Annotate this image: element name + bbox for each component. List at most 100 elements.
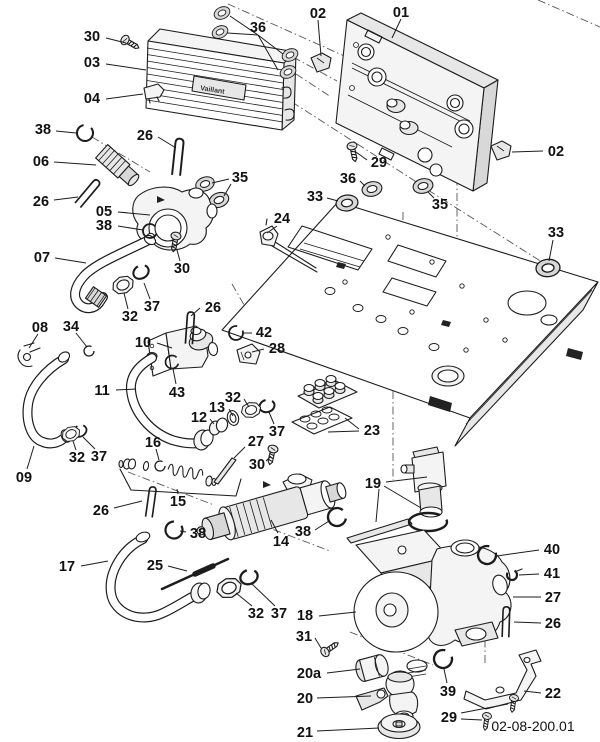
part-callout-32: 32 [122,309,138,325]
leader-line [176,488,179,495]
leader-line [143,282,151,300]
part-callout-37: 37 [271,606,287,622]
leader-line [355,151,368,161]
leader-line [548,239,554,262]
part-callout-30: 30 [174,261,190,277]
retaining-clip-04 [143,83,165,104]
leader-line [383,485,422,509]
o-rings [72,120,523,672]
bypass-28 [236,343,261,365]
leader-line [316,727,380,732]
leader-line [229,15,259,36]
leader-line [80,560,109,567]
leader-line [75,332,88,348]
part-callout-29: 29 [371,155,387,171]
part-callout-26: 26 [33,194,49,210]
leader-line [190,307,201,317]
leader-line [209,418,215,425]
leader-line [266,225,278,234]
leader-line [53,161,97,166]
part-callout-08: 08 [32,320,48,336]
part-callout-38: 38 [35,122,51,138]
part-callout-21: 21 [297,725,313,741]
part-callout-33: 33 [307,189,323,205]
leader-line [391,18,402,39]
leader-line [518,573,540,576]
part-callout-13: 13 [209,400,225,416]
cap-20a [355,654,389,682]
leader-line [82,436,96,450]
leader-line [55,130,77,134]
part-callout-10: 10 [135,335,151,351]
leader-line [251,583,276,607]
leader-line [511,150,544,153]
part-callout-07: 07 [34,250,50,266]
part-callout-24: 24 [274,211,290,227]
callout-layer: 0102020304050607080910111213141516171819… [16,5,564,741]
leader-line [72,440,77,451]
leader-line [523,690,542,694]
part-callout-12: 12 [191,410,207,426]
part-callout-37: 37 [91,449,107,465]
pump-cap-21 [377,713,421,740]
leader-line [317,19,322,57]
ring-13 [226,410,240,426]
part-callout-34: 34 [63,319,79,335]
part-callout-04: 04 [84,91,100,107]
leader-line [235,592,253,607]
leader-line [223,183,232,197]
part-callout-30: 30 [84,29,100,45]
leader-line [26,445,35,470]
part-callout-35: 35 [432,197,448,213]
spring-assembly [118,458,242,497]
part-callout-38: 38 [190,526,206,542]
leader-line [179,530,187,533]
part-callout-32: 32 [69,450,85,466]
part-callout-38: 38 [295,524,311,540]
part-callout-06: 06 [33,154,49,170]
part-callout-37: 37 [144,299,160,315]
part-callout-28: 28 [269,341,285,357]
leader-line [318,611,357,617]
push-rod-25 [160,557,230,591]
inlet-strainer [95,144,140,187]
leader-line [155,448,160,461]
clip-strip-19 [346,518,413,544]
part-callout-17: 17 [59,559,75,575]
leader-line [105,37,127,44]
part-callout-22: 22 [545,686,561,702]
part-callout-26: 26 [205,300,221,316]
part-callout-36: 36 [340,171,356,187]
part-callout-15: 15 [170,494,186,510]
leader-line [257,34,279,71]
part-callout-20a: 20a [297,666,322,682]
part-callout-26: 26 [137,128,153,144]
part-callout-38: 38 [96,218,112,234]
leader-line [117,211,151,216]
circulation-pump [353,529,512,653]
leader-line [326,668,361,674]
leader-line [243,398,250,408]
part-callout-27: 27 [248,434,264,450]
brand-logo: Vaillant [200,85,226,96]
part-callout-43: 43 [169,385,185,401]
leader-line [314,520,330,531]
part-callout-01: 01 [393,5,409,21]
fixing-clip-left [310,52,332,73]
diverter-valve-14 [196,473,347,541]
leader-line [157,136,177,149]
pipe-clip-08 [17,342,41,368]
leader-line [375,488,380,523]
leader-line [172,368,177,385]
leader-line [105,63,147,71]
leader-line [228,408,234,417]
leader-line [176,249,181,262]
leader-line [270,519,279,534]
leader-line [113,500,143,509]
heat-exchanger: Vaillant [145,28,297,131]
part-callout-16: 16 [145,435,161,451]
part-callout-37: 37 [269,424,285,440]
support-bracket-22 [463,649,542,710]
leader-line [123,292,129,310]
